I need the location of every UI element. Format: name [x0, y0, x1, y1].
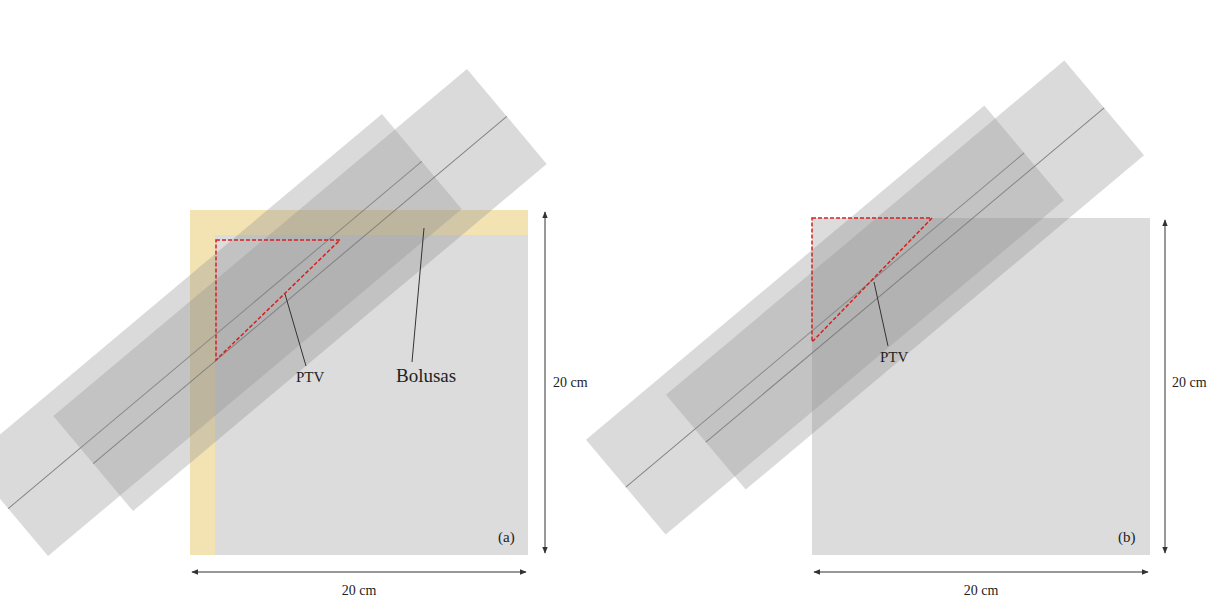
- panel-label: (b): [1118, 530, 1136, 545]
- dimension-label: 20 cm: [342, 584, 377, 598]
- dimension-label: 20 cm: [964, 584, 999, 598]
- dimension-label: 20 cm: [1172, 376, 1207, 390]
- dimension-line: [192, 572, 526, 573]
- dimension-label: 20 cm: [553, 376, 588, 390]
- dimension-line: [814, 572, 1148, 573]
- leader-line: [874, 282, 888, 346]
- panel-label: (a): [498, 530, 515, 545]
- target-label: PTV: [296, 370, 324, 385]
- beam: [53, 69, 546, 511]
- leader-line: [285, 294, 306, 366]
- target-label: PTV: [880, 350, 908, 365]
- panel-a: [0, 69, 547, 572]
- ptv-outline: [216, 240, 340, 360]
- beam: [666, 60, 1144, 489]
- leader-line: [412, 228, 424, 362]
- panel-b: [586, 60, 1165, 572]
- dimension-line: [545, 212, 546, 553]
- dimension-line: [1165, 220, 1166, 553]
- bolus-label: Bolusas: [396, 366, 456, 385]
- ptv-outline: [812, 218, 932, 342]
